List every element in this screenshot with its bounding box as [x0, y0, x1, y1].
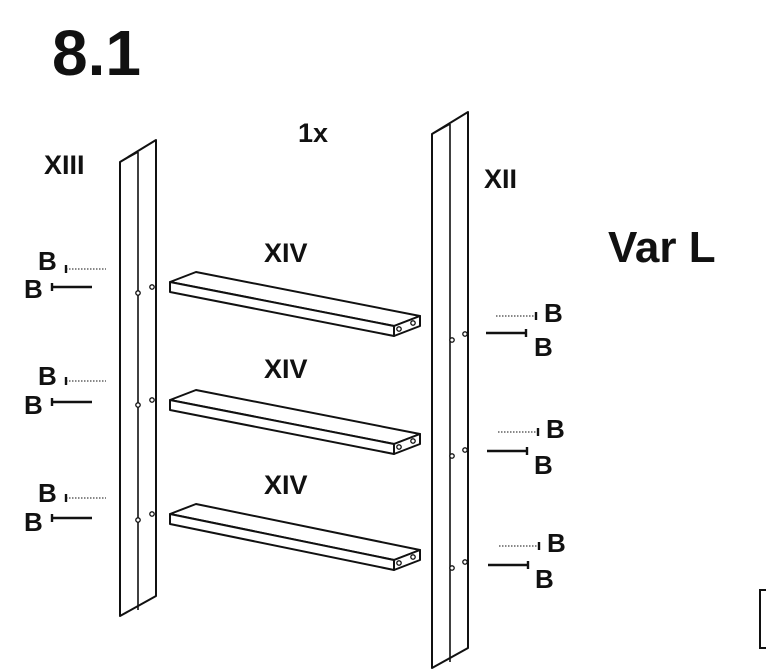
- screw-label: B: [38, 246, 57, 276]
- cropped-frame-corner: [759, 589, 766, 649]
- right-screws-bottom: B B: [488, 528, 566, 594]
- shelf-bottom: [169, 503, 421, 571]
- screw-label: B: [38, 478, 57, 508]
- shelf-middle: [169, 389, 421, 455]
- shelf-middle-label: XIV: [264, 354, 308, 384]
- shelf-top-label: XIV: [264, 238, 308, 268]
- screw-label: B: [534, 450, 553, 480]
- screw-label: B: [24, 390, 43, 420]
- screw-label: B: [544, 298, 563, 328]
- left-side-panel: [119, 139, 157, 617]
- step-number: 8.1: [52, 17, 141, 89]
- left-screws-top: B B: [24, 246, 106, 304]
- screw-label: B: [547, 528, 566, 558]
- right-screws-middle: B B: [487, 414, 565, 480]
- right-screws-top: B B: [486, 298, 563, 362]
- left-panel-label: XIII: [44, 150, 85, 180]
- right-panel-label: XII: [484, 164, 517, 194]
- variant-label: Var L: [608, 223, 716, 272]
- screw-label: B: [535, 564, 554, 594]
- screw-label: B: [24, 507, 43, 537]
- right-side-panel: [431, 111, 469, 669]
- shelf-bottom-label: XIV: [264, 470, 308, 500]
- screw-label: B: [24, 274, 43, 304]
- quantity-label: 1x: [298, 118, 328, 148]
- screw-label: B: [546, 414, 565, 444]
- screw-label: B: [534, 332, 553, 362]
- screw-label: B: [38, 361, 57, 391]
- left-screws-middle: B B: [24, 361, 106, 420]
- shelf-top: [169, 271, 421, 337]
- left-screws-bottom: B B: [24, 478, 106, 537]
